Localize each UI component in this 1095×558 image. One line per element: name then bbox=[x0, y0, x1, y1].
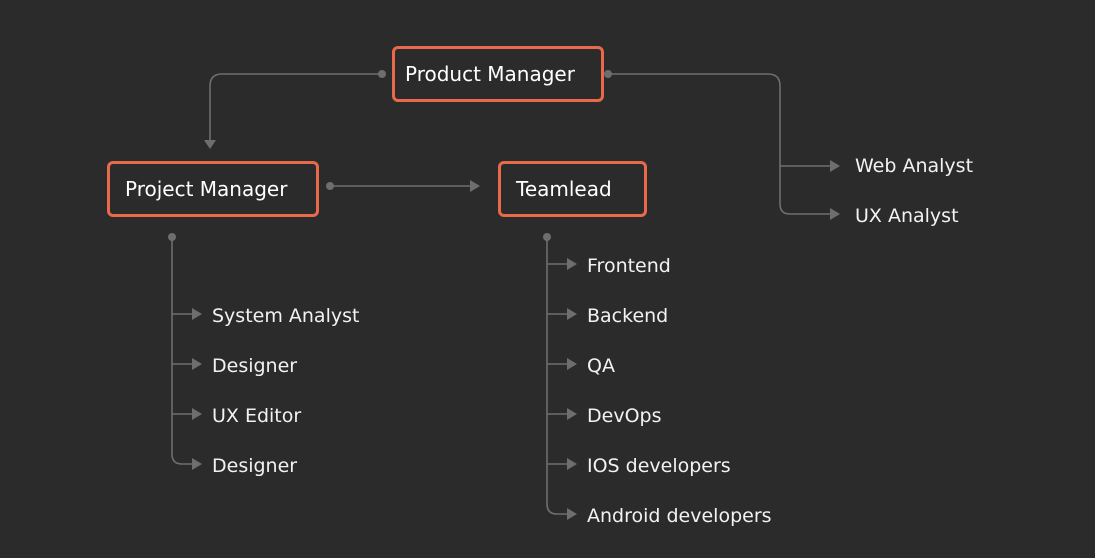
arrowhead bbox=[830, 160, 840, 172]
project-manager-label: Project Manager bbox=[125, 177, 288, 201]
android-developers-item[interactable]: Android developers bbox=[587, 505, 772, 527]
product-manager-node[interactable]: Product Manager bbox=[392, 46, 604, 102]
arrowhead bbox=[567, 308, 577, 320]
arrowhead bbox=[830, 208, 840, 220]
teamlead-label: Teamlead bbox=[516, 177, 612, 201]
ios-developers-item[interactable]: IOS developers bbox=[587, 455, 731, 477]
designer-item[interactable]: Designer bbox=[212, 355, 298, 377]
connector-dot bbox=[543, 233, 551, 241]
connector-product-to-project bbox=[209, 73, 382, 140]
web-analyst-item[interactable]: Web Analyst bbox=[855, 155, 974, 177]
devops-item[interactable]: DevOps bbox=[587, 405, 662, 427]
backend-item[interactable]: Backend bbox=[587, 305, 669, 327]
project-manager-node[interactable]: Project Manager bbox=[107, 161, 319, 217]
arrowhead bbox=[192, 308, 202, 320]
arrowhead bbox=[567, 408, 577, 420]
arrowhead bbox=[192, 458, 202, 470]
connector-dot bbox=[604, 70, 612, 78]
teamlead-node[interactable]: Teamlead bbox=[498, 161, 647, 217]
connector-dot bbox=[168, 233, 176, 241]
arrowhead bbox=[567, 258, 577, 270]
arrowhead bbox=[567, 508, 577, 520]
arrowhead bbox=[470, 180, 480, 192]
system-analyst-item[interactable]: System Analyst bbox=[212, 305, 360, 327]
arrowhead bbox=[567, 358, 577, 370]
frontend-item[interactable]: Frontend bbox=[587, 255, 671, 277]
arrowhead bbox=[567, 458, 577, 470]
qa-item[interactable]: QA bbox=[587, 355, 615, 377]
connector-project-subtree bbox=[171, 237, 194, 465]
ux-analyst-item[interactable]: UX Analyst bbox=[855, 205, 959, 227]
product-manager-label: Product Manager bbox=[405, 62, 575, 86]
arrowhead bbox=[204, 140, 216, 149]
connector-dot bbox=[378, 70, 386, 78]
ux-editor-item[interactable]: UX Editor bbox=[212, 405, 302, 427]
connector-dot bbox=[326, 182, 334, 190]
arrowhead bbox=[192, 358, 202, 370]
connector-teamlead-subtree bbox=[546, 237, 569, 515]
designer-item[interactable]: Designer bbox=[212, 455, 298, 477]
connector-product-to-analysts bbox=[608, 73, 832, 215]
arrowhead bbox=[192, 408, 202, 420]
